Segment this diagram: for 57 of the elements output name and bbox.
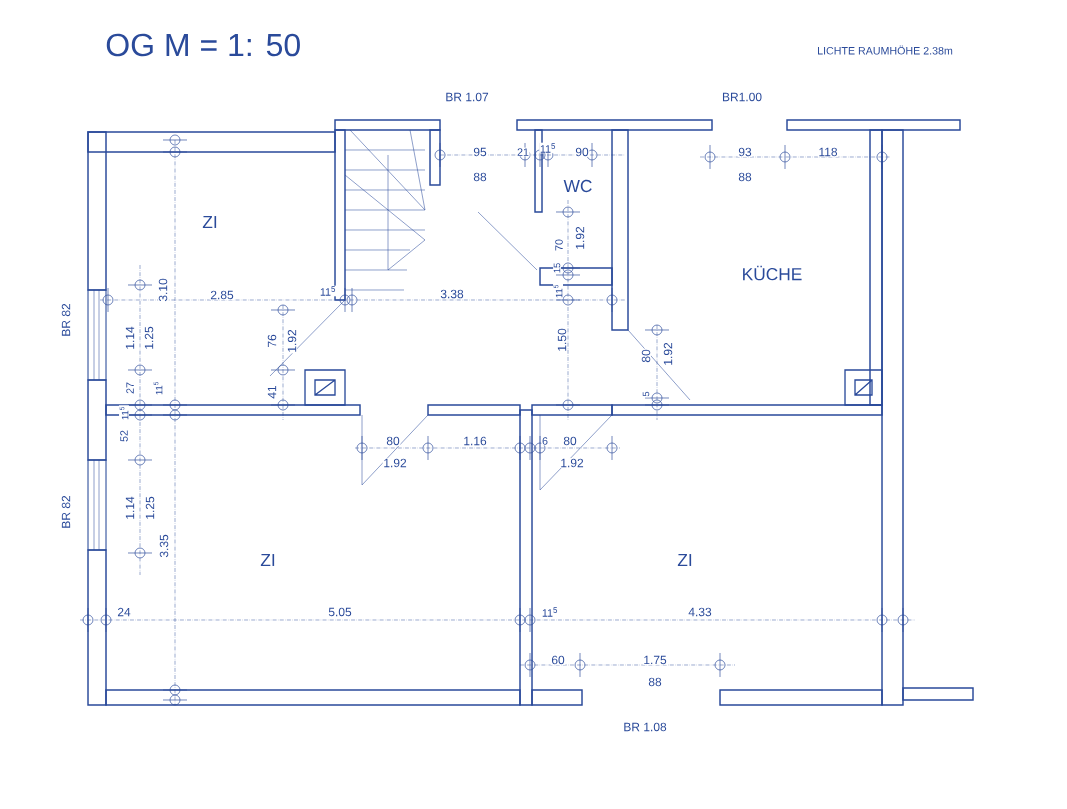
- dimension-label: 80: [385, 436, 401, 446]
- dimension-label: 11$^{5}$: [541, 606, 559, 618]
- dimension-label: 70: [554, 238, 564, 252]
- dimension-label: 27: [125, 381, 135, 395]
- dimension-label: 4.33: [687, 607, 713, 617]
- dimension-label: 1.92: [287, 328, 297, 354]
- room-label: WC: [562, 179, 594, 193]
- dimension-label: 1.92: [575, 225, 585, 251]
- dimension-label: 11$^{5}$: [119, 405, 129, 421]
- window-label: BR 1.08: [622, 722, 668, 732]
- dimension-label: 76: [267, 333, 277, 349]
- dimension-label: 1.14: [125, 325, 135, 351]
- dimension-label: 1.25: [145, 495, 155, 521]
- dimension-label: 6: [541, 436, 549, 446]
- room-label: ZI: [259, 553, 277, 567]
- dimension-label: 41: [267, 384, 277, 400]
- dimension-label: 15: [553, 262, 561, 274]
- dimension-label: 5: [642, 390, 650, 398]
- room-label: ZI: [201, 215, 219, 229]
- dimension-label: 21: [516, 147, 530, 157]
- dimension-label: 52: [119, 429, 129, 443]
- dimension-label: 11$^{5}$: [553, 283, 563, 299]
- dimension-label: 93: [737, 147, 753, 157]
- dimension-label: 1.92: [663, 341, 673, 367]
- dimension-label: 1.75: [642, 655, 668, 665]
- dimension-label: 90: [574, 147, 590, 157]
- dimension-label: 2.85: [209, 290, 235, 300]
- dimension-label: 1.50: [557, 327, 567, 353]
- dimension-label: 1.16: [462, 436, 488, 446]
- dimension-label: 1.25: [144, 325, 154, 351]
- dimension-label: 24: [116, 607, 132, 617]
- title: OG M = 1: 50: [106, 33, 300, 57]
- dimension-label: 95: [472, 147, 488, 157]
- window-label: BR1.00: [721, 92, 763, 102]
- dimension-label: 88: [737, 172, 753, 182]
- dimension-label: 5.05: [327, 607, 353, 617]
- window-label: BR 82: [61, 302, 71, 338]
- dimension-label: 60: [550, 655, 566, 665]
- dimension-label: 11$^{5}$: [153, 380, 163, 396]
- dimension-label: 3.35: [159, 533, 169, 559]
- dimension-label: 1.92: [559, 458, 585, 468]
- dimension-label: 88: [472, 172, 488, 182]
- dimension-label: 11$^{5}$: [539, 142, 557, 154]
- dimension-label: 88: [647, 677, 663, 687]
- dimension-label: 118: [817, 147, 839, 157]
- dimension-label: 11$^{5}$: [319, 285, 337, 297]
- dimension-label: 1.14: [125, 495, 135, 521]
- dimension-label: 3.10: [158, 277, 168, 303]
- window-label: BR 82: [61, 494, 71, 530]
- dimension-label: 3.38: [439, 289, 465, 299]
- room-label: ZI: [676, 553, 694, 567]
- dimension-label: 1.92: [382, 458, 408, 468]
- room-label: KÜCHE: [741, 265, 803, 281]
- ceiling-height-note: LICHTE RAUMHÖHE 2.38m: [816, 44, 954, 56]
- window-label: BR 1.07: [444, 92, 490, 102]
- dimension-label: 80: [562, 436, 578, 446]
- dimension-label: 80: [641, 348, 651, 364]
